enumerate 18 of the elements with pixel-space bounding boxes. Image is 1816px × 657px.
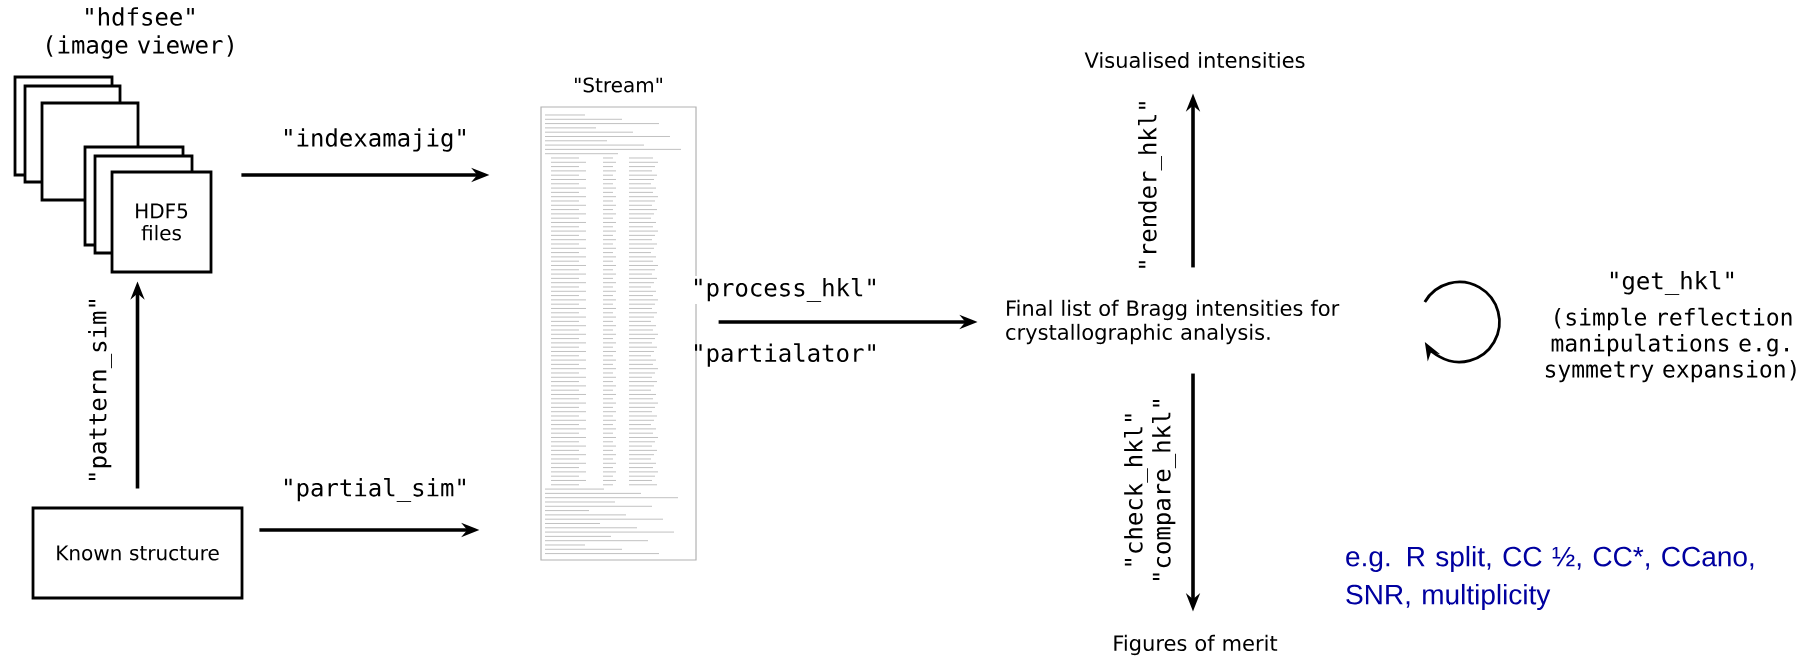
edge-label: "partial_sim" xyxy=(279,475,471,504)
process-box: Known structure xyxy=(31,506,244,600)
edge-label: "get_hkl" xyxy=(1605,269,1740,297)
edge-label: "pattern_sim" xyxy=(86,294,114,486)
arrow xyxy=(1423,280,1501,364)
command-label: "partialator" xyxy=(695,343,875,367)
description-text: (simple reflection manipulations e.g. symmetry expansion) xyxy=(1545,307,1796,383)
caption-text: Visualised intensities xyxy=(1084,51,1305,69)
edge-label: "process_hkl" xyxy=(689,275,881,304)
caption-text: Final list of Bragg intensities for crystallographic analysis. xyxy=(1006,299,1340,345)
tool-label: "hdfsee" (image viewer) xyxy=(47,7,233,59)
note-text: e.g. R split, CC ½, CC*, CCano, SNR, multiplicity xyxy=(1346,545,1754,611)
edge-label: "render_hkl" xyxy=(1136,96,1164,274)
edge-label: "check_hkl" "compare_hkl" xyxy=(1122,388,1178,592)
document-title: "Stream" xyxy=(575,77,662,93)
edge-label: "indexamajig" xyxy=(279,126,471,154)
file-box: HDF5 files xyxy=(110,170,213,274)
caption-text: Figures of merit xyxy=(1114,634,1278,656)
